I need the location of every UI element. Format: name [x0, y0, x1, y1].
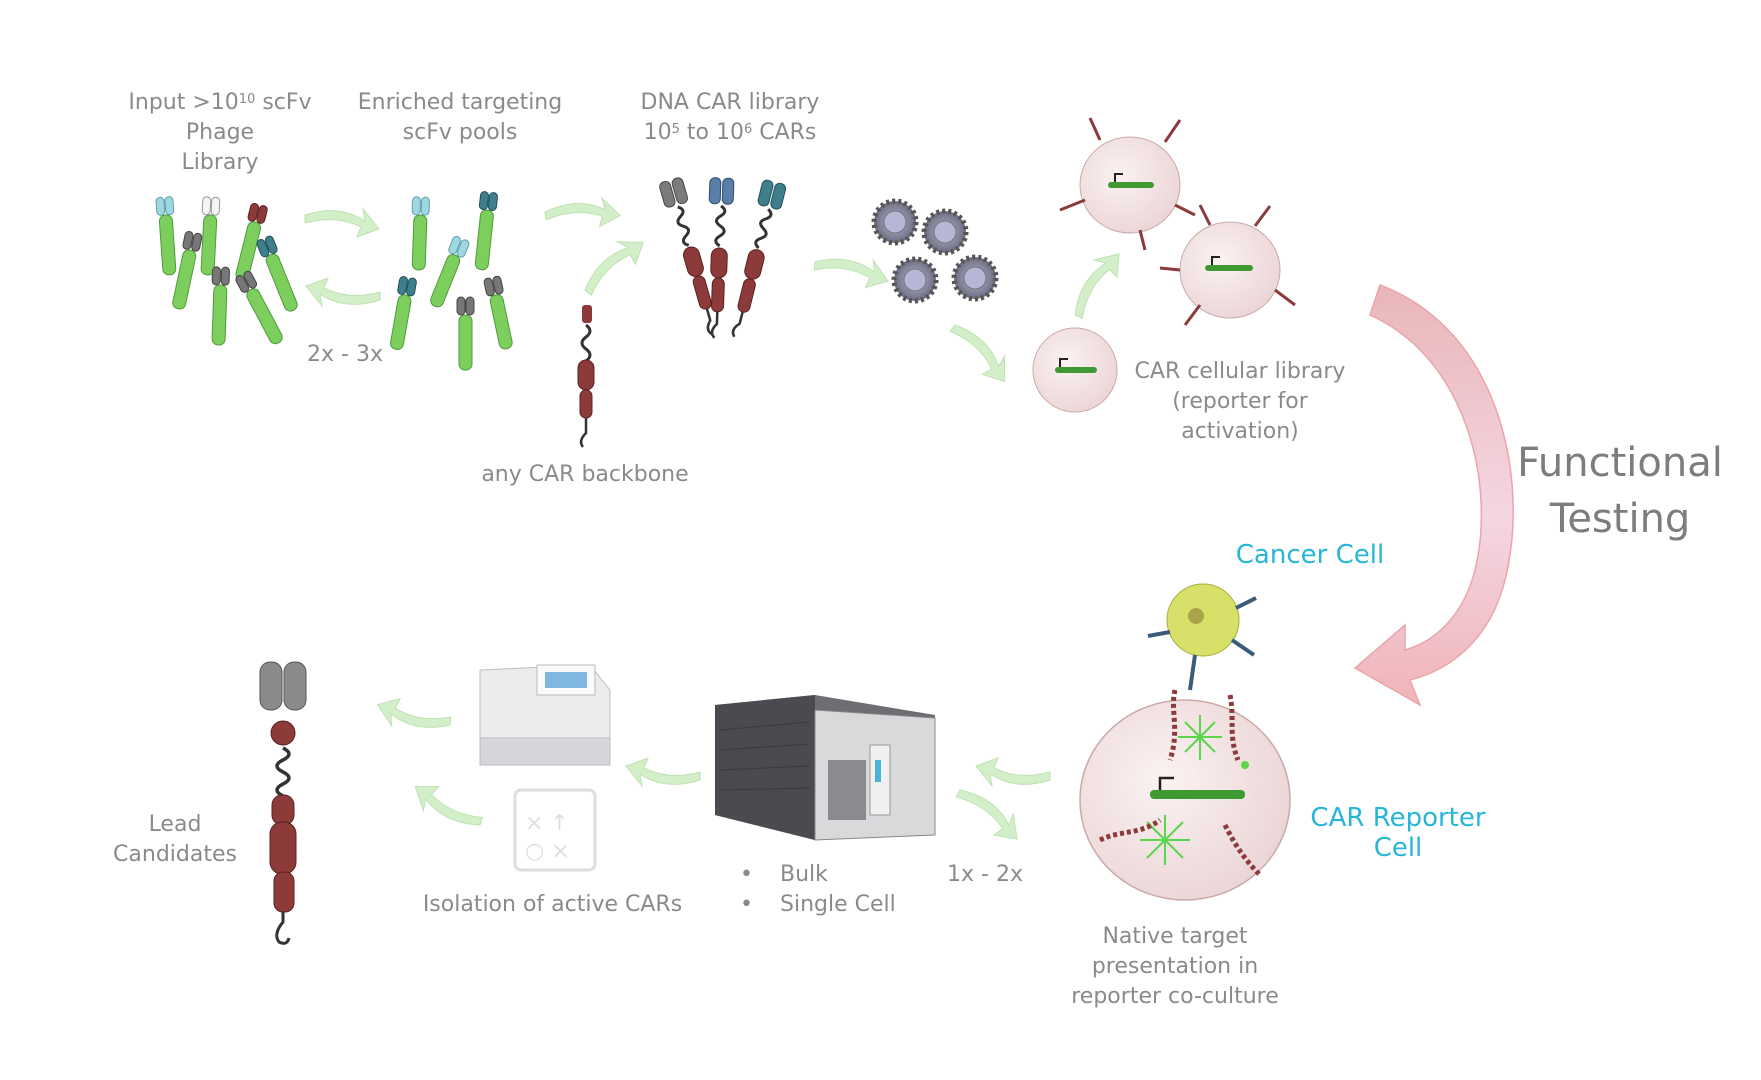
functional-testing-arrow [1353, 284, 1514, 707]
sequencer-icon [479, 664, 611, 766]
packaging-arrow [812, 255, 890, 290]
cellular-library-label: CAR cellular library (reporter for activ… [1134, 359, 1346, 444]
coculture-cycle-arrows [948, 757, 1051, 847]
input-library-label: Input >1010 scFv Phage Library [128, 90, 312, 175]
panning-cycles-label: 2x - 3x [307, 342, 383, 367]
isolation-label: Isolation of active CARs [422, 892, 683, 917]
svg-text:× ↑: × ↑ [525, 811, 569, 836]
enriched-pool-icon [389, 191, 513, 371]
reporter-cell-icon [1032, 327, 1118, 413]
lead-candidates-label: Lead Candidates [113, 812, 237, 867]
native-target-label: Native target presentation in reporter c… [1071, 924, 1279, 1009]
sort-mode-list: Bulk Single Cell [740, 860, 940, 920]
panning-cycle-arrows [304, 208, 381, 307]
cancer-cell-label: Cancer Cell [1235, 540, 1385, 570]
backbone-label: any CAR backbone [481, 462, 689, 487]
cancer-cell-icon [1147, 583, 1257, 691]
sequencing-arrow [625, 757, 701, 787]
car-expressing-cell-icon [1059, 117, 1196, 251]
svg-text:○ ×: ○ × [525, 839, 570, 864]
coculture-cycles-label: 1x - 2x [947, 862, 1023, 887]
car-reporter-cell-label: CAR Reporter Cell [1310, 803, 1486, 863]
phage-library-icon [155, 196, 298, 346]
result-arrow [375, 696, 453, 732]
cloning-arrows [543, 195, 650, 305]
dna-library-label: DNA CAR library 105 to 106 CARs [640, 90, 820, 145]
lead-candidate-car-icon [259, 661, 307, 945]
car-expressing-cell-icon [1159, 204, 1296, 326]
dna-car-library-icon [659, 177, 787, 339]
flow-cytometer-icon [715, 695, 936, 841]
transduction-arrow [940, 319, 1018, 389]
lentivirus-particles [871, 198, 999, 304]
clone-selection-icon: × ↑ ○ × [513, 788, 597, 872]
car-reporter-cell-icon [1079, 689, 1291, 901]
car-cellular-library [1032, 117, 1296, 413]
functional-testing-label: Functional Testing [1517, 440, 1723, 542]
enriched-pools-label: Enriched targeting scFv pools [357, 90, 563, 145]
car-backbone-icon [577, 305, 595, 448]
isolation-arrow [407, 778, 489, 832]
sort-mode-single-cell: Single Cell [740, 890, 940, 920]
sort-mode-bulk: Bulk [740, 860, 940, 890]
